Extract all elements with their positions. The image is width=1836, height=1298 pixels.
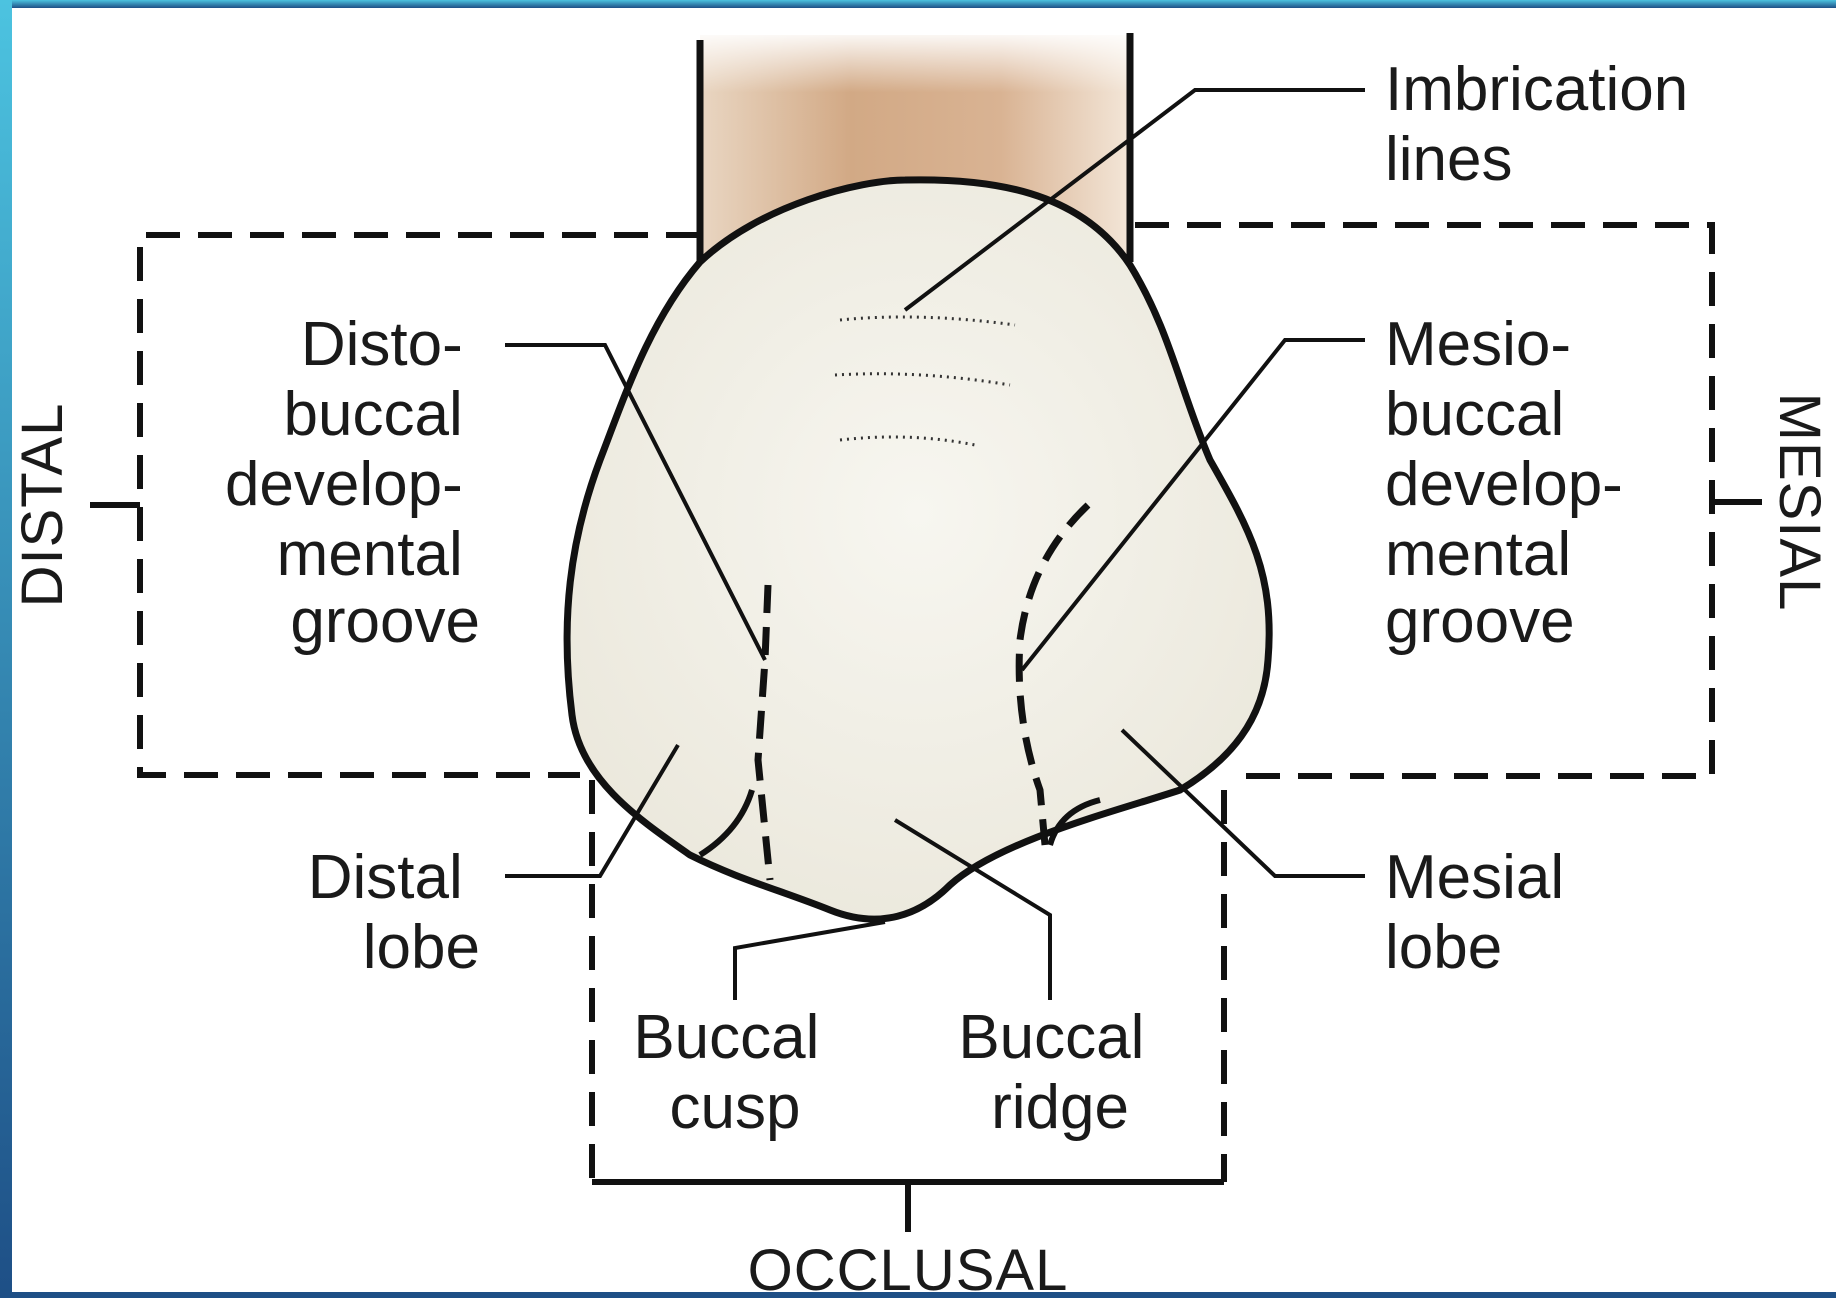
frame-left-bar xyxy=(0,0,12,1298)
label-buccal-ridge: Buccal ridge xyxy=(958,1003,1161,1142)
tooth-crown xyxy=(567,180,1269,919)
leader-buccal-cusp xyxy=(735,922,885,1000)
label-distal-lobe: Distal lobe xyxy=(308,843,480,982)
label-distobuccal-groove: Disto- buccal develop- mental groove xyxy=(225,310,480,656)
direction-distal: DISTAL xyxy=(10,403,75,608)
direction-occlusal: OCCLUSAL xyxy=(748,1238,1069,1298)
frame-top-bar xyxy=(0,0,1836,8)
label-imbrication-lines: Imbrication lines xyxy=(1385,55,1705,194)
label-mesial-lobe: Mesial lobe xyxy=(1385,843,1581,982)
label-mesiobuccal-groove: Mesio- buccal develop- mental groove xyxy=(1385,310,1640,656)
label-buccal-cusp: Buccal cusp xyxy=(633,1003,836,1142)
direction-mesial: MESIAL xyxy=(1767,393,1832,612)
